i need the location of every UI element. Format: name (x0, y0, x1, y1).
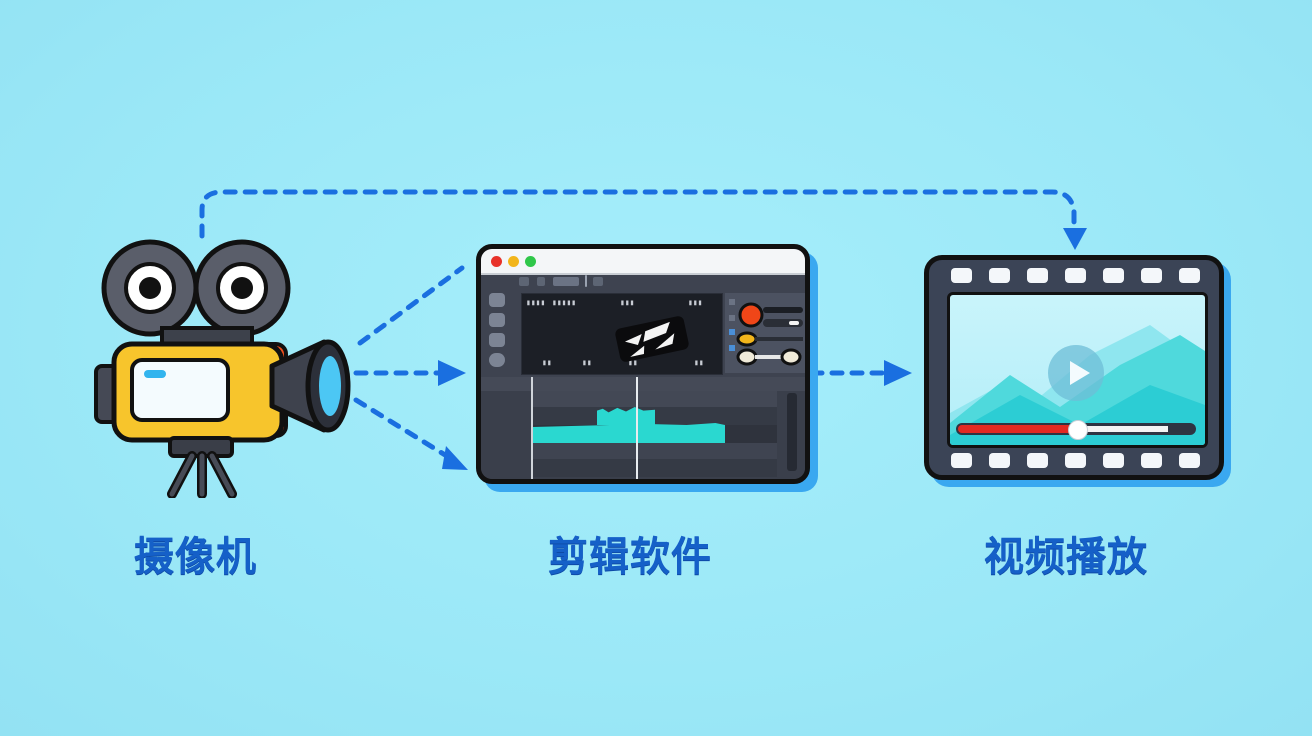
progress-thumb[interactable] (1068, 420, 1088, 440)
arrow-camera-to-editor-lower (353, 397, 453, 461)
editor-properties-panel (725, 293, 805, 373)
film-player-icon (924, 255, 1224, 480)
editor-sidebar (489, 293, 505, 373)
maximize-dot-icon (525, 256, 536, 267)
play-icon (1070, 361, 1090, 385)
clapperboard-icon (614, 315, 690, 363)
arrowhead-icon (442, 446, 468, 470)
timeline-start-marker (531, 377, 533, 479)
close-dot-icon (491, 256, 502, 267)
play-button[interactable] (1048, 345, 1104, 401)
player-label: 视频播放 (984, 534, 1148, 580)
playhead (636, 377, 638, 479)
arrowhead-icon (438, 360, 466, 386)
progress-remaining (1076, 426, 1168, 432)
audio-waveform-main (533, 423, 725, 443)
editor-preview-pane: ▮▮▮▮ ▮▮▮▮▮ ▮▮▮ ▮▮▮ ▮▮ ▮▮ ▮▮ ▮▮ (521, 293, 723, 375)
progress-bar[interactable] (956, 420, 1196, 440)
editor-titlebar (481, 249, 805, 275)
minimize-dot-icon (508, 256, 519, 267)
progress-fill (958, 425, 1076, 433)
audio-waveform-upper (597, 407, 655, 425)
arrow-camera-to-player-top (199, 189, 1077, 239)
editor-window-icon: ▮▮▮▮ ▮▮▮▮▮ ▮▮▮ ▮▮▮ ▮▮ ▮▮ ▮▮ ▮▮ (476, 244, 810, 484)
video-screen (947, 292, 1208, 448)
editor-timeline (481, 377, 805, 479)
timeline-scrollbar (787, 393, 797, 471)
arrowhead-icon (884, 360, 912, 386)
camera-node (92, 236, 354, 499)
camera-label: 摄像机 (134, 534, 257, 580)
arrow-camera-to-editor-upper (357, 265, 465, 346)
editor-label: 剪辑软件 (548, 534, 712, 580)
video-camera-icon (94, 239, 351, 499)
editor-toolbar (519, 275, 629, 287)
arrowhead-icon (1063, 228, 1087, 250)
